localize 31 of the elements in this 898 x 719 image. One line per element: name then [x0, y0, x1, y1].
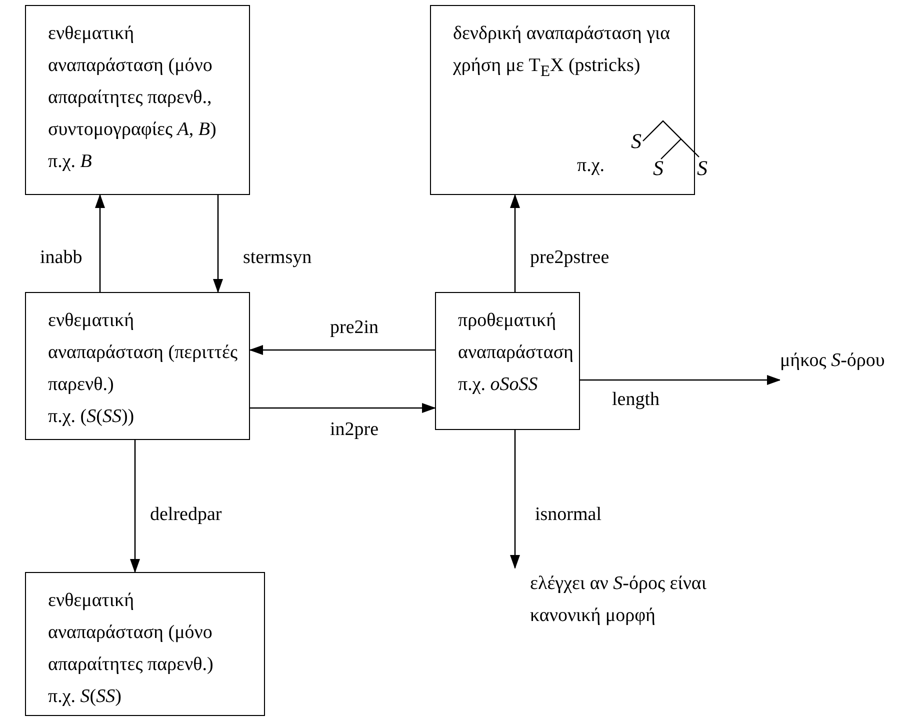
- edge-label: length: [612, 390, 660, 409]
- edge-label: pre2in: [330, 318, 379, 337]
- node-text: δενδρική αναπαράσταση για χρήση με T$_{E}$X (pstricks): [453, 22, 672, 82]
- example-text: π.χ. oSoSS: [458, 373, 539, 397]
- tree-leaf: S: [697, 158, 708, 179]
- process-box: [435, 292, 580, 430]
- arrow: [580, 375, 781, 385]
- example-text: π.χ. S(SS): [48, 685, 122, 709]
- process-box: [25, 292, 250, 440]
- arrow: [510, 430, 520, 569]
- process-box: [25, 5, 250, 195]
- arrow: [130, 440, 140, 573]
- example-text: π.χ. (S(SS)): [48, 405, 136, 429]
- arrow: [213, 195, 223, 293]
- node-text: ενθεματική αναπαράσταση (μόνο απαραίτητες παρενθ., συντομογραφίες A, B): [48, 22, 218, 142]
- edge-label: in2pre: [330, 420, 379, 439]
- edge-label: delredpar: [150, 505, 222, 524]
- node-text: μήκος S-όρου: [780, 349, 886, 373]
- arrow: [249, 345, 435, 355]
- process-box: [25, 572, 265, 716]
- arrow: [510, 194, 520, 292]
- arrow: [95, 194, 105, 292]
- example-text: π.χ.: [577, 156, 605, 175]
- tree-leaf: S: [631, 131, 642, 152]
- tree-leaf: S: [653, 158, 664, 179]
- node-text: ελέγχει αν S-όρος είναι κανονική μορφή: [530, 572, 708, 628]
- edge-label: pre2pstree: [530, 248, 610, 267]
- node-text: ενθεματική αναπαράσταση (μόνο απαραίτητες παρενθ.): [48, 589, 214, 677]
- example-text: π.χ. B: [48, 150, 93, 174]
- arrow: [250, 403, 436, 413]
- node-text: ενθεματική αναπαράσταση (περιττές παρενθ.): [48, 309, 238, 397]
